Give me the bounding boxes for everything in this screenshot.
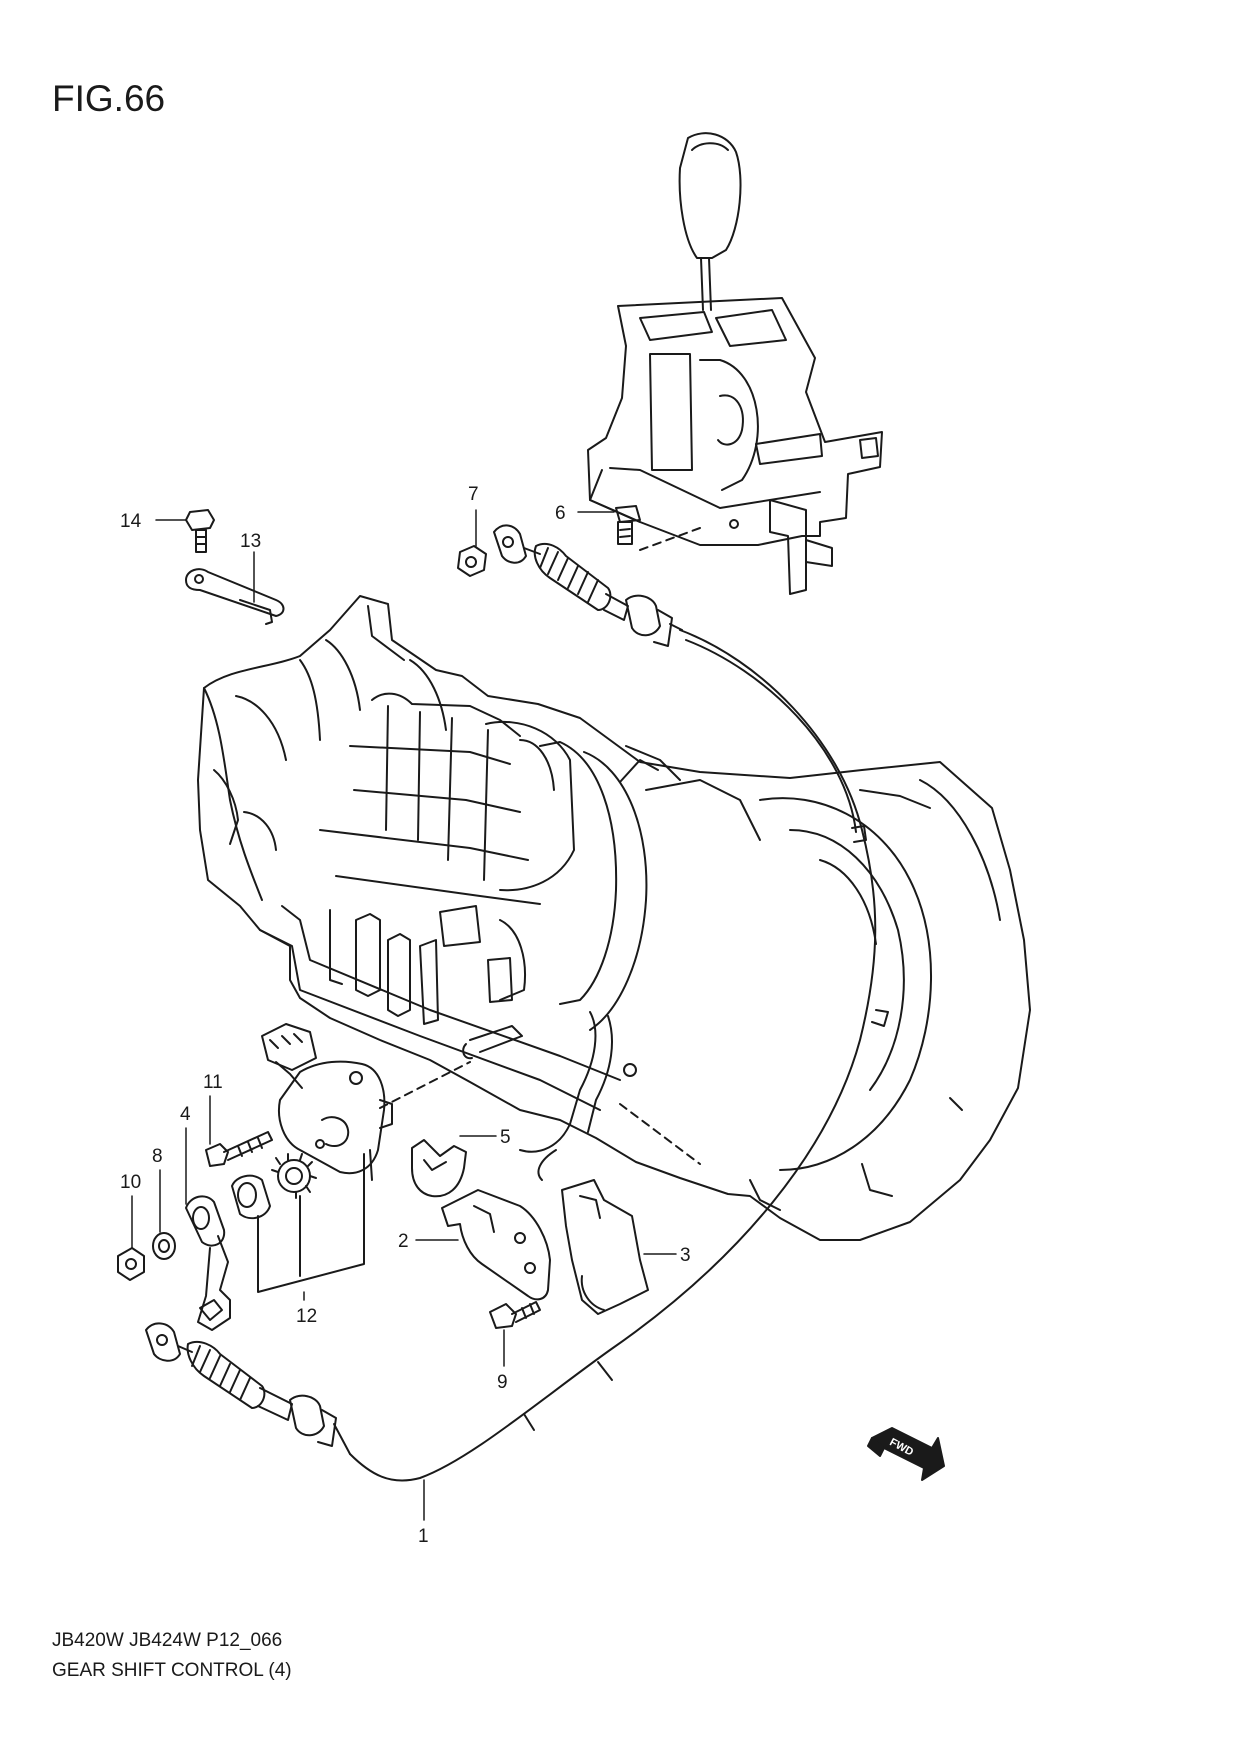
callout-11: 11 [203, 1072, 223, 1093]
fwd-arrow-icon: FWD [867, 1427, 945, 1481]
callout-labels: 14 13 7 6 11 4 8 10 5 2 3 12 9 1 [120, 484, 691, 1547]
upper-cable-end [493, 524, 683, 647]
clip-5 [411, 1139, 467, 1198]
callout-6: 6 [555, 503, 566, 524]
shift-lever-assembly [587, 132, 883, 595]
lower-cable-end [145, 1322, 351, 1455]
callout-1: 1 [418, 1526, 429, 1547]
nut-10 [117, 1247, 145, 1281]
nut-7 [457, 545, 487, 577]
diagram-description: GEAR SHIFT CONTROL (4) [52, 1660, 292, 1681]
bracket-3 [561, 1179, 649, 1315]
bracket-2 [441, 1189, 551, 1301]
callout-13: 13 [240, 531, 261, 552]
callout-14: 14 [120, 511, 142, 532]
grommet-12 [231, 1174, 271, 1220]
neutral-start-switch [261, 1023, 471, 1181]
washer-8 [152, 1232, 176, 1260]
shift-cable [349, 629, 889, 1482]
bolt-11 [205, 1131, 273, 1167]
select-lever-4 [185, 1195, 231, 1331]
leader-lines [131, 509, 677, 1521]
callout-5: 5 [500, 1127, 511, 1148]
callout-10: 10 [120, 1172, 141, 1193]
transmission-case [197, 595, 1031, 1241]
bolt-9 [489, 1301, 541, 1329]
figure-title: FIG.66 [52, 78, 166, 119]
callout-4: 4 [180, 1104, 191, 1125]
callout-9: 9 [497, 1372, 508, 1393]
callout-12: 12 [296, 1306, 317, 1327]
callout-3: 3 [680, 1245, 691, 1266]
lock-washer-12 [271, 1153, 317, 1199]
callout-bracket-12 [257, 1153, 365, 1293]
callout-7: 7 [468, 484, 479, 505]
bolt-6 [615, 505, 701, 551]
diagram-code: JB420W JB424W P12_066 [52, 1630, 283, 1651]
callout-8: 8 [152, 1146, 163, 1167]
callout-2: 2 [398, 1231, 409, 1252]
clamp-13 [185, 568, 285, 625]
bolt-14 [185, 509, 215, 553]
